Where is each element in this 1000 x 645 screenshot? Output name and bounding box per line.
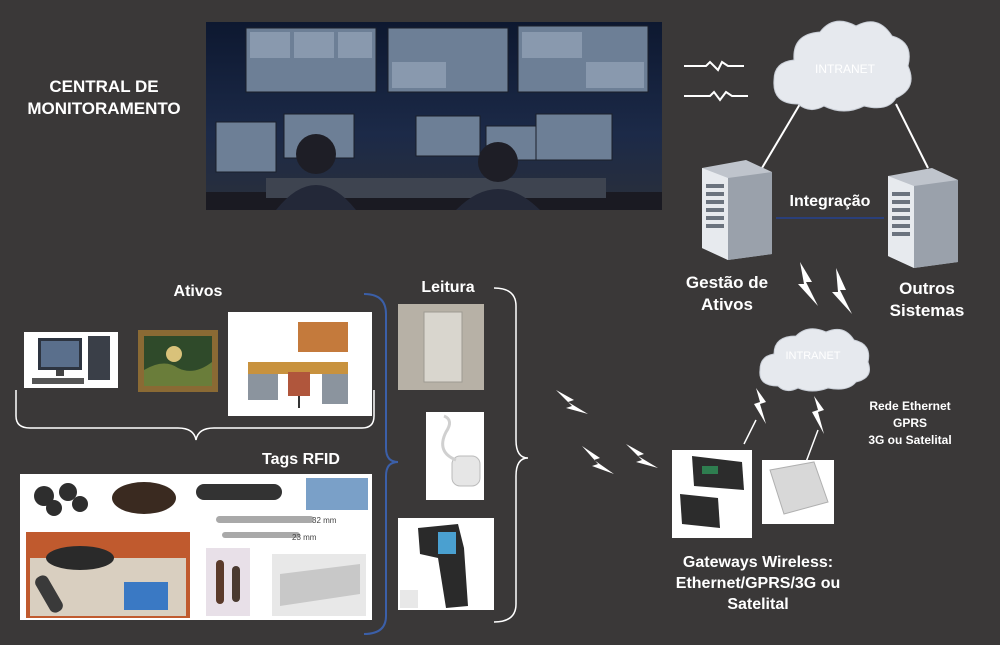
server-left-line1: Gestão de — [685, 273, 769, 292]
lightning-icon — [798, 262, 818, 306]
cloud-mid-label: INTRANET — [785, 350, 841, 362]
lightning-icons — [556, 262, 852, 474]
central-line2: MONITORAMENTO — [27, 99, 181, 118]
network-line3: 3G ou Satelital — [868, 433, 952, 447]
usb-reader-photo — [426, 412, 484, 500]
painting-photo — [138, 330, 218, 392]
computer-photo — [24, 332, 118, 388]
server-right-icon — [888, 168, 958, 268]
gateways-line3: Satelital — [727, 596, 789, 613]
tag-size-b: 23 mm — [292, 533, 317, 542]
integracao-label: Integração — [789, 193, 871, 210]
antenna-lines — [743, 419, 819, 463]
tags-rfid-label: Tags RFID — [262, 451, 340, 468]
gateway-satelital-photo — [762, 460, 834, 524]
gateway-ethernet-photo — [672, 450, 752, 538]
server-left-label: Gestão de Ativos — [664, 272, 790, 316]
server-right-line1: Outros — [899, 279, 955, 298]
cloud-top-icon — [773, 20, 912, 112]
gateways-line2: Ethernet/GPRS/3G ou — [675, 575, 841, 592]
control-room-photo — [206, 22, 662, 210]
lightning-icon — [832, 268, 852, 314]
central-line1: CENTRAL DE — [49, 77, 159, 96]
lightning-icon — [582, 446, 614, 474]
cloud-top-label: INTRANET — [815, 62, 875, 76]
leitura-bracket — [493, 287, 529, 623]
ativos-label: Ativos — [173, 283, 223, 300]
network-line2: GPRS — [892, 416, 927, 430]
server-right-line2: Sistemas — [889, 301, 965, 320]
network-line1: Rede Ethernet — [869, 399, 951, 413]
cloud-mid-icon — [759, 328, 870, 392]
leitura-label: Leitura — [421, 279, 475, 296]
fixed-reader-photo — [398, 304, 484, 390]
signal-lines-top — [684, 60, 748, 102]
office-desk-photo — [228, 312, 372, 416]
lightning-icon — [626, 444, 658, 468]
server-left-line2: Ativos — [701, 295, 753, 314]
central-monitoramento-label: CENTRAL DE MONITORAMENTO — [14, 76, 194, 120]
cloud-server-lines — [761, 103, 929, 169]
server-right-label: Outros Sistemas — [872, 278, 982, 322]
network-label: Rede Ethernet GPRS 3G ou Satelital — [844, 398, 976, 449]
gateways-line1: Gateways Wireless: — [682, 554, 834, 571]
lightning-icon — [556, 390, 588, 414]
lightning-icon — [812, 396, 824, 434]
rfid-tags-photo: 32 mm 23 mm — [20, 474, 372, 620]
handheld-reader-photo — [398, 518, 494, 610]
gateways-label: Gateways Wireless: Ethernet/GPRS/3G ou S… — [640, 552, 876, 615]
ativos-bracket — [15, 390, 375, 441]
lightning-icon — [754, 388, 766, 424]
tag-size-a: 32 mm — [312, 516, 337, 525]
blue-bracket — [363, 293, 399, 635]
server-left-icon — [702, 160, 772, 260]
